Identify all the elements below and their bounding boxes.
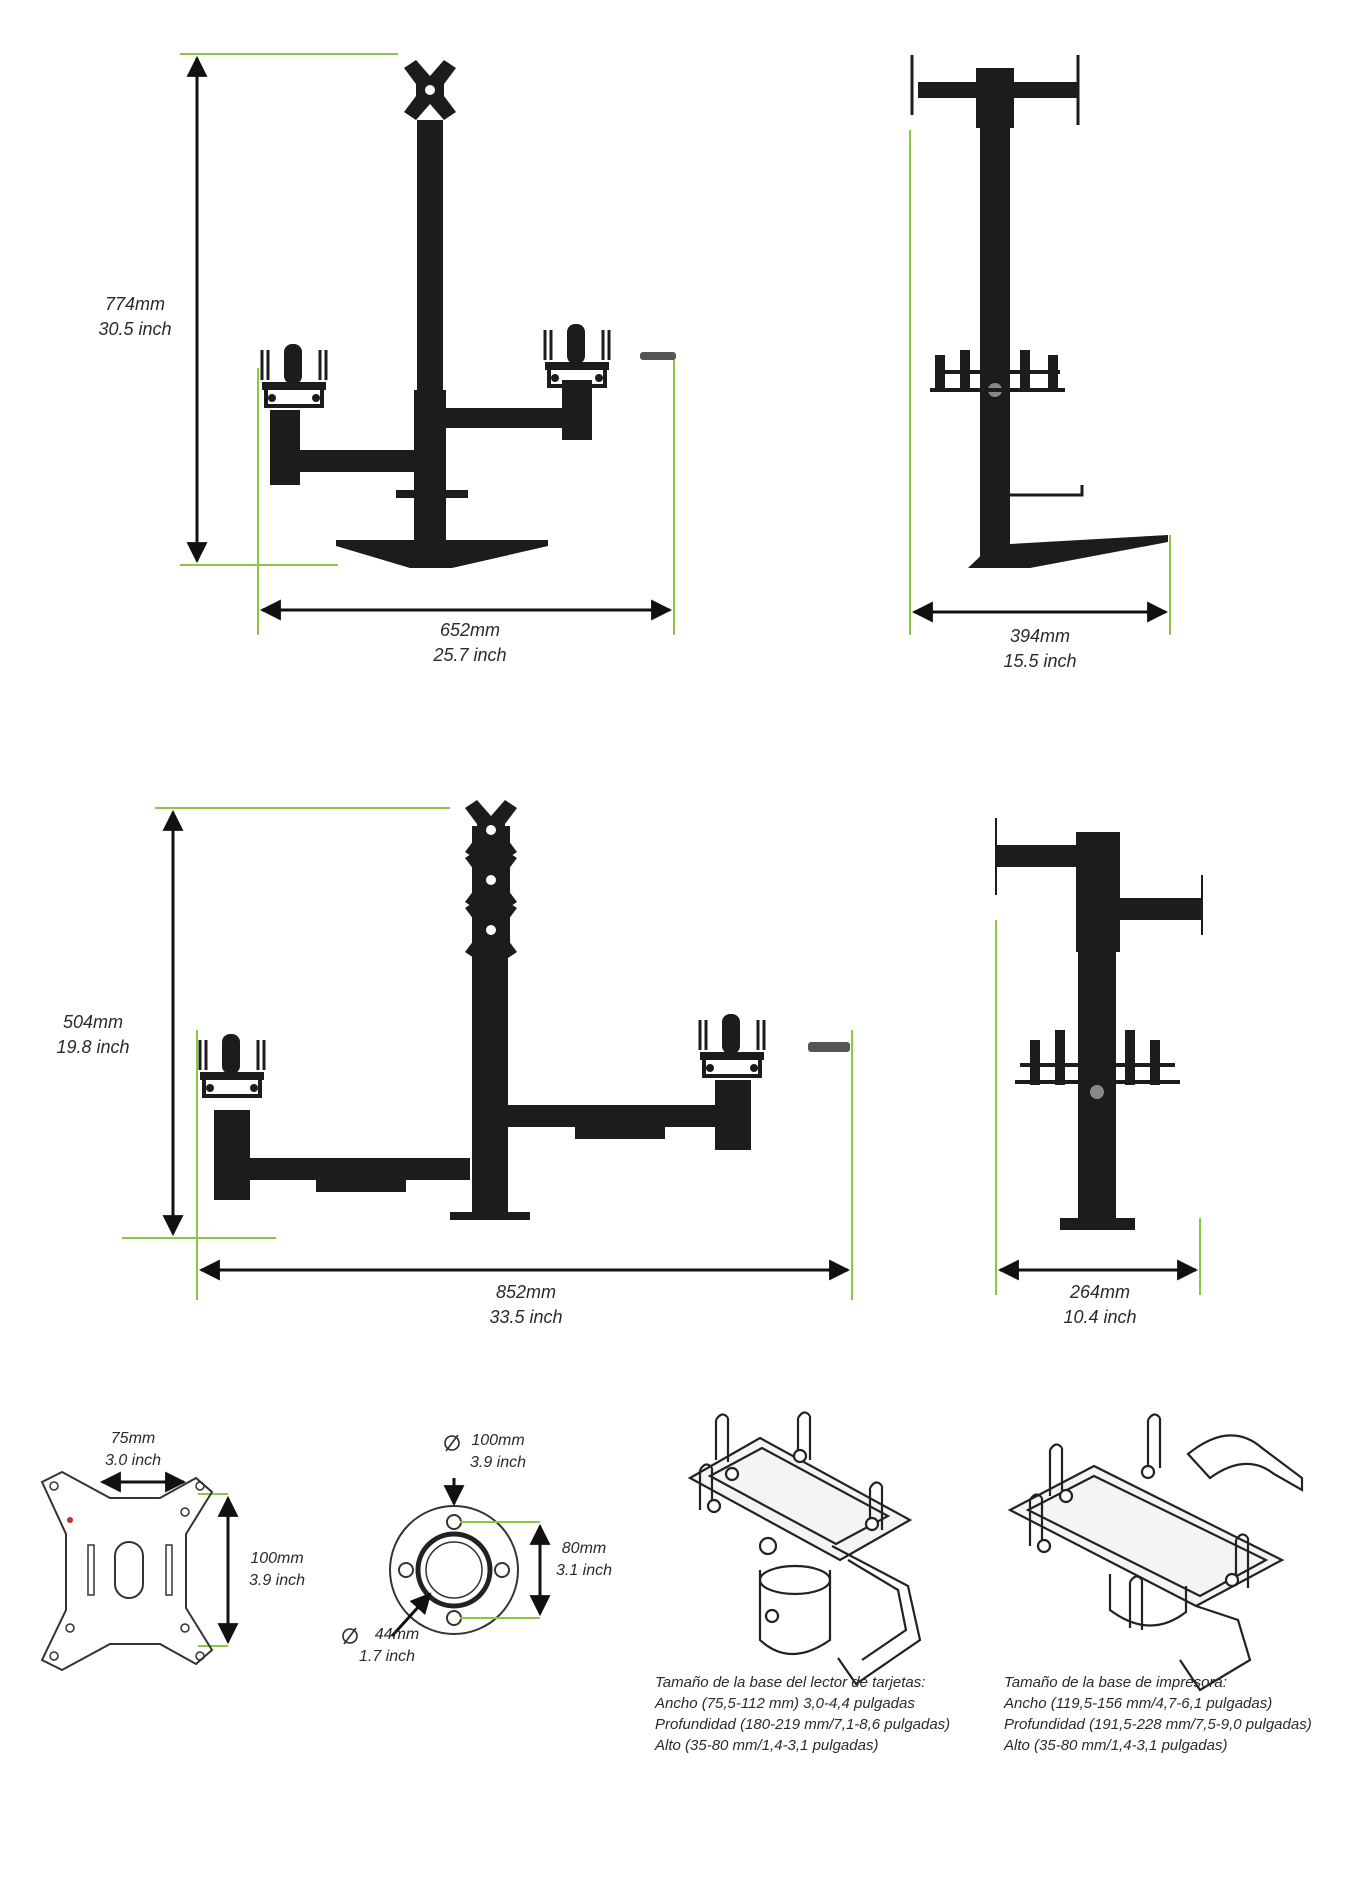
vesa-width-inch: 3.0 inch [104,1452,162,1469]
single-width-label: 652mm 25.7 inch [420,618,520,668]
printer-caption-width: Ancho (119,5-156 mm/4,7-6,1 pulgadas) [1004,1695,1273,1712]
card-reader-caption: Tamaño de la base del lector de tarjetas… [655,1672,950,1756]
dual-height-mm: 504mm [62,1012,124,1032]
dual-depth-inch: 10.4 inch [1063,1307,1137,1327]
flange-holes-mm: 80mm [561,1540,607,1557]
dual-width-inch: 33.5 inch [489,1307,563,1327]
vesa-height-label: 100mm 3.9 inch [232,1548,322,1592]
single-depth-mm: 394mm [1009,626,1071,646]
flange-outer-mm: 100mm [471,1432,525,1449]
diameter-icon [342,1434,460,1645]
printer-caption-title: Tamaño de la base de impresora: [1004,1674,1227,1691]
dual-depth-label: 264mm 10.4 inch [1050,1280,1150,1330]
vesa-height-mm: 100mm [250,1550,304,1567]
single-depth-inch: 15.5 inch [1003,651,1077,671]
flange-holes-label: 80mm 3.1 inch [544,1538,624,1582]
dual-width-label: 852mm 33.5 inch [476,1280,576,1330]
flange-inner-mm: 44mm [374,1626,420,1643]
dual-height-inch: 19.8 inch [56,1037,130,1057]
single-mount-side-view [909,55,1171,635]
vesa-width-label: 75mm 3.0 inch [88,1428,178,1472]
flange-inner-label: 44mm 1.7 inch [350,1624,424,1668]
card-reader-caption-height: Alto (35-80 mm/1,4-3,1 pulgadas) [655,1737,879,1754]
dual-width-mm: 852mm [495,1282,557,1302]
printer-base-drawing [1007,1413,1304,1692]
dual-mount-side-view [995,818,1203,1295]
flange-outer-label: 100mm 3.9 inch [458,1430,538,1474]
dual-mount-front-view [122,800,853,1300]
printer-caption-depth: Profundidad (191,5-228 mm/7,5-9,0 pulgad… [1004,1716,1312,1733]
printer-caption-height: Alto (35-80 mm/1,4-3,1 pulgadas) [1004,1737,1228,1754]
single-width-inch: 25.7 inch [433,645,507,665]
vesa-width-mm: 75mm [110,1430,156,1447]
card-reader-caption-title: Tamaño de la base del lector de tarjetas… [655,1674,926,1691]
vesa-height-inch: 3.9 inch [248,1572,306,1589]
single-height-label: 774mm 30.5 inch [90,292,180,342]
single-height-inch: 30.5 inch [98,319,172,339]
flange-inner-inch: 1.7 inch [358,1648,416,1665]
single-height-mm: 774mm [104,294,166,314]
printer-caption: Tamaño de la base de impresora: Ancho (1… [1004,1672,1312,1756]
card-reader-base-drawing [687,1411,922,1686]
single-depth-label: 394mm 15.5 inch [990,624,1090,674]
card-reader-caption-width: Ancho (75,5-112 mm) 3,0-4,4 pulgadas [655,1695,915,1712]
single-width-mm: 652mm [439,620,501,640]
dual-depth-mm: 264mm [1069,1282,1131,1302]
single-mount-front-view [180,53,676,635]
flange-holes-inch: 3.1 inch [555,1562,613,1579]
flange-drawing [342,1434,551,1645]
flange-inner-arrow [390,1592,432,1638]
vesa-plate-drawing [40,1470,239,1672]
flange-outer-inch: 3.9 inch [469,1454,527,1471]
card-reader-caption-depth: Profundidad (180-219 mm/7,1-8,6 pulgadas… [655,1716,951,1733]
dual-height-label: 504mm 19.8 inch [48,1010,138,1060]
